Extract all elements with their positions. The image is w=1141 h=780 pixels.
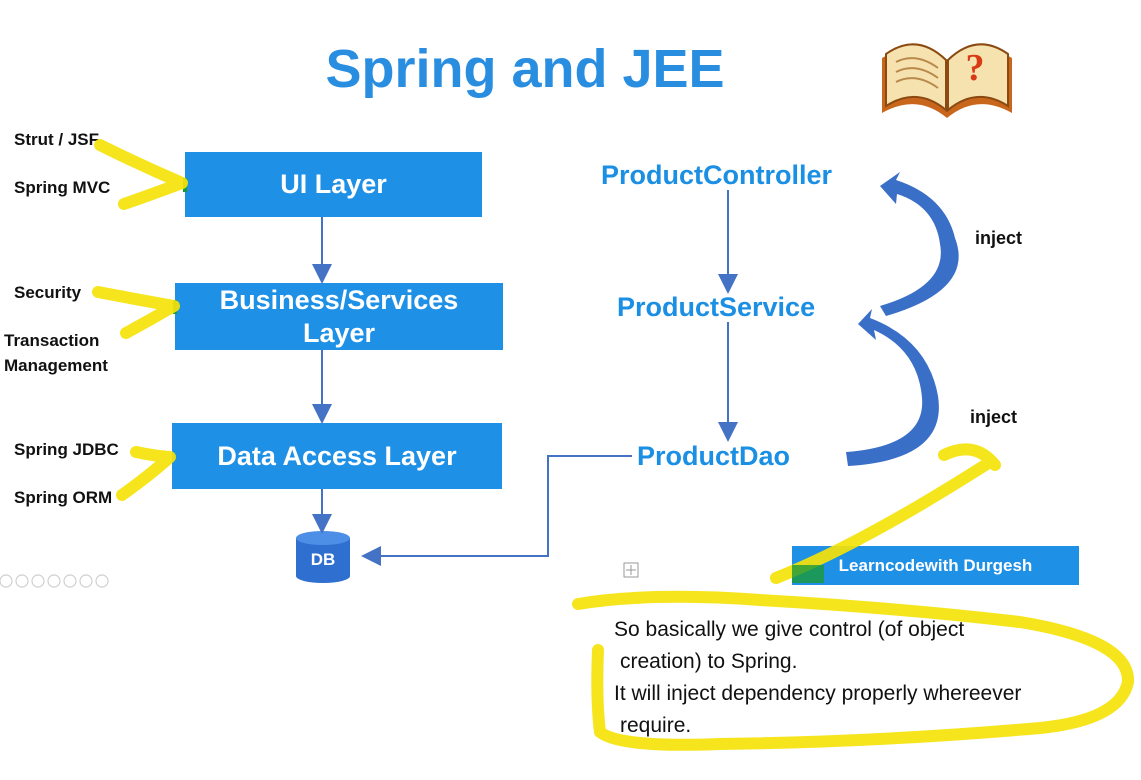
green-marker-brand — [792, 565, 824, 583]
book-question-icon: ? — [882, 43, 1012, 118]
dao-to-db-connector — [361, 455, 632, 566]
strut-jsf-label: Strut / JSF — [14, 130, 100, 149]
inject-curved-arrow-bottom — [846, 309, 939, 466]
note-line-4: require. — [620, 714, 692, 737]
inject-label-bottom: inject — [970, 407, 1018, 427]
highlight-note-loop — [572, 590, 1134, 751]
spring-mvc-label: Spring MVC — [14, 178, 111, 197]
inject-curved-arrow-top — [880, 172, 959, 316]
business-layer-label-line2: Layer — [302, 317, 376, 348]
product-service-label: ProductService — [617, 292, 816, 322]
db-label: DB — [310, 550, 336, 569]
transaction-label: Transaction — [4, 331, 100, 350]
product-controller-label: ProductController — [601, 160, 833, 190]
note-line-2: creation) to Spring. — [620, 650, 798, 673]
data-access-layer-box: Data Access Layer — [172, 423, 502, 489]
management-label: Management — [4, 356, 108, 375]
db-cylinder — [296, 531, 350, 583]
svg-text:?: ? — [966, 47, 985, 89]
move-handle-icon — [623, 562, 639, 578]
business-layer-label-line1: Business/Services — [219, 284, 459, 315]
highlight-brand-stroke — [770, 456, 996, 584]
ui-layer-label: UI Layer — [280, 169, 387, 199]
highlight-business-arrow — [92, 286, 180, 339]
security-label: Security — [14, 283, 82, 302]
ui-layer-box: UI Layer — [185, 152, 482, 217]
spring-orm-label: Spring ORM — [14, 488, 113, 507]
faint-toolbar-icons — [0, 574, 109, 588]
spring-jdbc-label: Spring JDBC — [14, 440, 119, 459]
data-access-layer-label: Data Access Layer — [217, 440, 457, 471]
page-title: Spring and JEE — [325, 39, 725, 99]
note-line-3: It will inject dependency properly where… — [614, 682, 1022, 705]
highlight-data-arrow — [116, 446, 176, 501]
brand-label: Learncodewith Durgesh — [838, 555, 1033, 575]
highlight-ui-arrow — [94, 139, 188, 210]
product-dao-label: ProductDao — [637, 441, 791, 471]
business-layer-box: Business/Services Layer — [175, 283, 503, 350]
note-text: So basically we give control (of object … — [614, 614, 1021, 742]
highlight-brand-hook — [938, 443, 1001, 471]
note-line-1: So basically we give control (of object — [614, 618, 965, 641]
inject-label-top: inject — [975, 228, 1023, 248]
